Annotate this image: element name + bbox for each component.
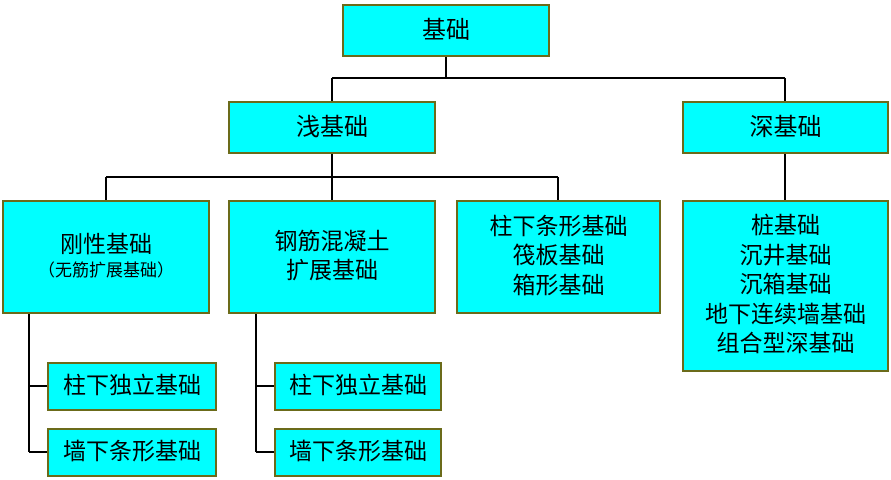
rc-label-line1: 钢筋混凝土 <box>274 228 390 255</box>
rigid-label-line1: 刚性基础 <box>60 232 152 259</box>
strip-raft-box-node: 柱下条形基础 筏板基础 箱形基础 <box>456 200 661 314</box>
rc-child-isolated-node: 柱下独立基础 <box>274 362 442 411</box>
rc-child-isolated-label: 柱下独立基础 <box>289 372 427 399</box>
deep-types-line5: 组合型深基础 <box>716 331 855 358</box>
rc-child-strip-label: 墙下条形基础 <box>289 438 427 465</box>
rigid-foundation-node: 刚性基础 （无筋扩展基础） <box>2 200 210 314</box>
strip-label-line2: 筏板基础 <box>512 243 605 270</box>
strip-label-line3: 箱形基础 <box>512 272 605 299</box>
deep-types-line1: 桩基础 <box>751 213 820 240</box>
deep-types-line4: 地下连续墙基础 <box>705 301 866 328</box>
rc-spread-foundation-node: 钢筋混凝土 扩展基础 <box>228 200 436 314</box>
shallow-foundation-node: 浅基础 <box>228 101 436 154</box>
root-label: 基础 <box>422 16 470 45</box>
deep-foundation-node: 深基础 <box>682 101 889 154</box>
rigid-child-isolated-label: 柱下独立基础 <box>63 372 201 399</box>
deep-label: 深基础 <box>749 113 822 142</box>
rigid-label-line2: （无筋扩展基础） <box>38 260 174 281</box>
rigid-child-strip-node: 墙下条形基础 <box>47 428 217 477</box>
root-node: 基础 <box>342 4 550 57</box>
rigid-child-isolated-node: 柱下独立基础 <box>47 362 217 411</box>
rc-label-line2: 扩展基础 <box>286 258 378 284</box>
rigid-child-strip-label: 墙下条形基础 <box>63 438 201 465</box>
deep-types-node: 桩基础 沉井基础 沉箱基础 地下连续墙基础 组合型深基础 <box>682 200 889 372</box>
deep-types-line3: 沉箱基础 <box>739 272 832 299</box>
strip-label-line1: 柱下条形基础 <box>489 213 628 240</box>
shallow-label: 浅基础 <box>296 113 368 142</box>
rc-child-strip-node: 墙下条形基础 <box>274 428 442 477</box>
deep-types-line2: 沉井基础 <box>739 242 832 269</box>
